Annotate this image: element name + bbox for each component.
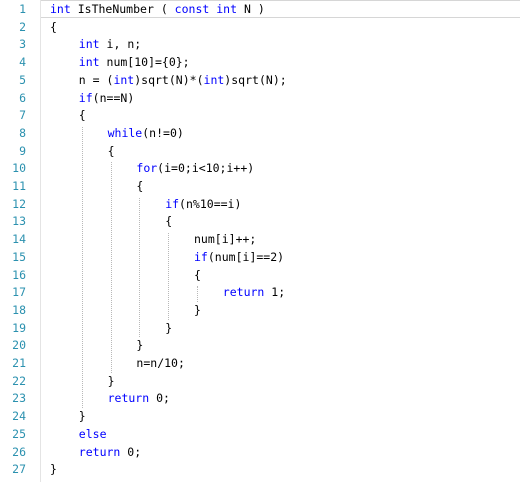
- code-text[interactable]: {: [136, 179, 144, 193]
- line-number: 20: [12, 338, 26, 353]
- line-number: 1: [19, 2, 26, 16]
- code-text[interactable]: for(i=0;i<10;i++): [136, 161, 255, 176]
- code-line[interactable]: 23 return 0;: [0, 390, 520, 408]
- line-number: 2: [19, 19, 26, 34]
- code-text[interactable]: int num[10]={0};: [78, 55, 190, 70]
- line-number: 17: [12, 285, 26, 300]
- line-number: 10: [12, 161, 26, 176]
- code-line[interactable]: 19}: [0, 320, 520, 338]
- line-number: 16: [12, 267, 26, 282]
- code-line[interactable]: 1 int IsTheNumber ( const int N ): [0, 1, 520, 19]
- code-line[interactable]: 15 if(num[i]==2): [0, 249, 520, 267]
- current-line-highlight: [41, 0, 520, 18]
- code-text[interactable]: }: [165, 320, 173, 335]
- code-line[interactable]: 4 int num[10]={0};: [0, 54, 520, 72]
- code-line[interactable]: 11 {: [0, 178, 520, 196]
- code-line[interactable]: 16 {: [0, 267, 520, 285]
- code-text[interactable]: if(n==N): [78, 90, 135, 105]
- code-line[interactable]: 22}: [0, 373, 520, 391]
- line-number: 25: [12, 426, 26, 441]
- code-text[interactable]: return 0;: [78, 444, 142, 459]
- indent-guide: [139, 197, 141, 338]
- code-text[interactable]: {: [107, 143, 115, 158]
- code-text[interactable]: {: [194, 267, 201, 282]
- code-text[interactable]: }: [107, 373, 115, 388]
- line-number: 7: [19, 108, 26, 123]
- code-text[interactable]: {: [50, 19, 57, 34]
- line-number: 26: [12, 444, 26, 459]
- code-line[interactable]: 5 n = (int)sqrt(N)*(int)sqrt(N);: [0, 72, 520, 90]
- line-number: 22: [12, 373, 26, 388]
- code-line[interactable]: 24}: [0, 408, 520, 426]
- code-line[interactable]: 18}: [0, 302, 520, 320]
- line-number: 3: [19, 37, 26, 52]
- line-number: 4: [19, 55, 26, 70]
- code-line[interactable]: 8 while(n!=0): [0, 125, 520, 143]
- line-number: 6: [19, 90, 26, 105]
- code-text[interactable]: n=n/10;: [136, 356, 185, 370]
- code-line[interactable]: 26 return 0;: [0, 444, 520, 462]
- code-text[interactable]: if(num[i]==2): [194, 249, 285, 264]
- code-line[interactable]: 25 else: [0, 426, 520, 444]
- line-number: 19: [12, 320, 26, 335]
- code-text[interactable]: return 0;: [107, 391, 170, 406]
- code-text[interactable]: else: [78, 426, 107, 441]
- code-line[interactable]: 13 {: [0, 213, 520, 231]
- code-line[interactable]: 6 if(n==N): [0, 90, 520, 108]
- line-number: 18: [12, 302, 26, 317]
- code-line[interactable]: 9{: [0, 143, 520, 161]
- code-line[interactable]: 2{: [0, 19, 520, 37]
- line-number: 27: [12, 462, 26, 477]
- indent-guide: [110, 162, 112, 373]
- indent-guide: [197, 286, 198, 302]
- indent-guide: [168, 233, 170, 320]
- code-text[interactable]: {: [165, 214, 173, 229]
- code-text[interactable]: num[i]++;: [194, 232, 257, 247]
- code-text[interactable]: while(n!=0): [107, 125, 184, 140]
- code-text[interactable]: n = (int)sqrt(N)*(int)sqrt(N);: [78, 72, 287, 87]
- line-number: 11: [12, 179, 26, 193]
- line-number: 23: [12, 391, 26, 406]
- code-line[interactable]: 3 int i, n;: [0, 36, 520, 54]
- line-number: 15: [12, 249, 26, 264]
- code-text[interactable]: }: [78, 409, 86, 424]
- line-number: 9: [19, 143, 26, 158]
- code-line[interactable]: 7{: [0, 107, 520, 125]
- code-text[interactable]: return 1;: [222, 285, 286, 300]
- code-text[interactable]: int IsTheNumber ( const int N ): [50, 2, 265, 16]
- line-number: 8: [19, 125, 26, 140]
- code-line[interactable]: 17 return 1;: [0, 284, 520, 302]
- code-text[interactable]: if(n%10==i): [165, 196, 242, 211]
- line-number: 14: [12, 232, 26, 247]
- indent-guide: [81, 126, 83, 409]
- line-number: 13: [12, 214, 26, 229]
- code-text[interactable]: }: [136, 338, 144, 353]
- code-line[interactable]: 20}: [0, 337, 520, 355]
- code-line[interactable]: 14 num[i]++;: [0, 231, 520, 249]
- code-text[interactable]: int i, n;: [78, 37, 142, 52]
- code-text[interactable]: }: [194, 302, 201, 317]
- code-line[interactable]: 21 n=n/10;: [0, 355, 520, 373]
- line-number: 12: [12, 196, 26, 211]
- line-number: 21: [12, 356, 26, 370]
- code-text[interactable]: {: [78, 108, 86, 123]
- line-number-gutter: [0, 0, 41, 482]
- code-text[interactable]: }: [50, 462, 57, 477]
- code-line[interactable]: 12 if(n%10==i): [0, 196, 520, 214]
- line-number: 5: [19, 72, 26, 87]
- code-line[interactable]: 10 for(i=0;i<10;i++): [0, 160, 520, 178]
- code-line[interactable]: 27}: [0, 461, 520, 479]
- line-number: 24: [12, 409, 26, 424]
